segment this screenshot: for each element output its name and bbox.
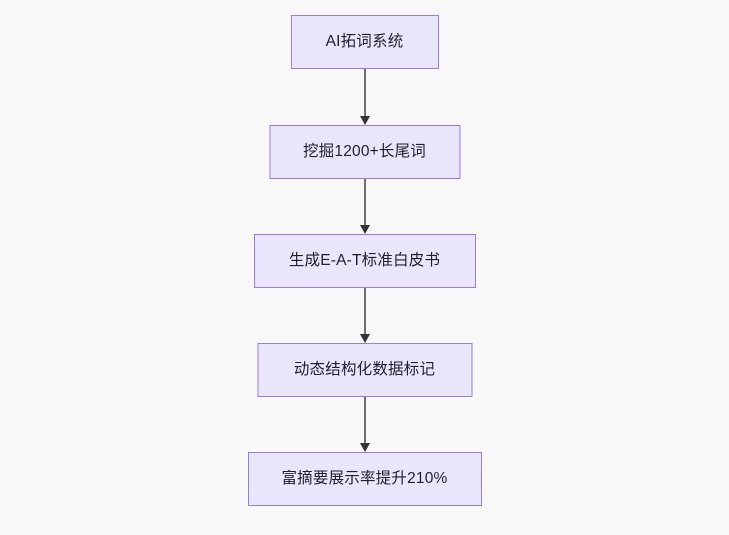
arrowhead-icon bbox=[359, 116, 370, 125]
edge-line bbox=[363, 69, 366, 116]
edge-line bbox=[363, 288, 366, 334]
flow-node-mine-longtail-keywords[interactable]: 挖掘1200+长尾词 bbox=[269, 125, 460, 179]
edge-line bbox=[363, 397, 366, 443]
arrowhead-icon bbox=[359, 225, 370, 234]
flow-node-rich-snippet-impression-lift[interactable]: 富摘要展示率提升210% bbox=[247, 452, 482, 506]
arrowhead-icon bbox=[359, 443, 370, 452]
flow-node-ai-keyword-system[interactable]: AI拓词系统 bbox=[290, 15, 439, 69]
edge-line bbox=[363, 179, 366, 225]
flow-node-label: 动态结构化数据标记 bbox=[293, 361, 436, 379]
arrowhead-icon bbox=[359, 334, 370, 343]
flow-node-label: 富摘要展示率提升210% bbox=[281, 470, 448, 488]
flow-node-label: 挖掘1200+长尾词 bbox=[302, 143, 427, 161]
flow-node-label: 生成E-A-T标准白皮书 bbox=[288, 252, 441, 270]
edge-n2-n3 bbox=[359, 179, 371, 234]
edge-n3-n4 bbox=[359, 288, 371, 343]
flow-node-label: AI拓词系统 bbox=[325, 33, 404, 51]
flow-node-generate-eat-whitepaper[interactable]: 生成E-A-T标准白皮书 bbox=[253, 234, 476, 288]
edge-n1-n2 bbox=[359, 69, 371, 125]
flow-node-dynamic-structured-data-markup[interactable]: 动态结构化数据标记 bbox=[257, 343, 472, 397]
edge-n4-n5 bbox=[359, 397, 371, 452]
